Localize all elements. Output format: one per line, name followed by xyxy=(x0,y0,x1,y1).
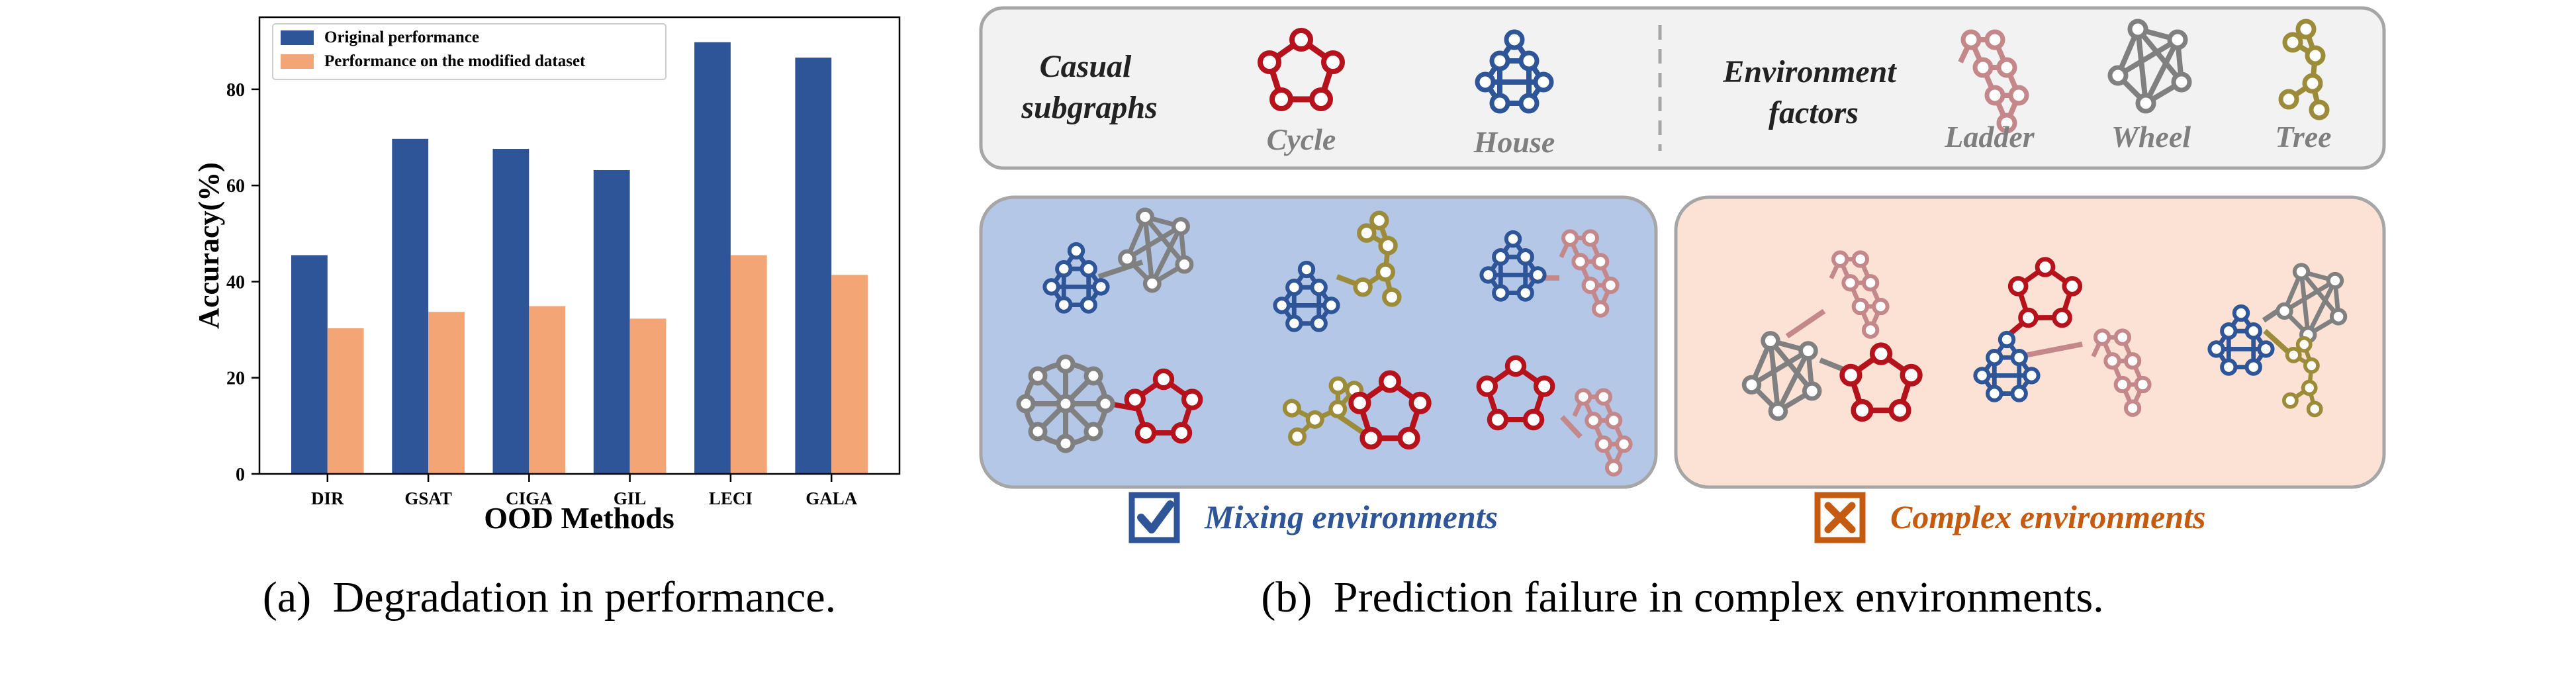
bar-dir-modified xyxy=(327,328,364,474)
y-tick-label: 60 xyxy=(226,176,245,197)
legend-label-original: Original performance xyxy=(324,28,479,46)
bar-leci-original xyxy=(694,42,731,475)
bar-ciga-original xyxy=(492,149,529,474)
motif-label-cycle: Cycle xyxy=(1267,122,1336,156)
causal-title-line2: subgraphs xyxy=(1021,90,1157,125)
caption-b-tag: (b) xyxy=(1261,573,1312,622)
caption-a: (a) Degradation in performance. xyxy=(263,573,836,622)
bar-gil-modified xyxy=(629,318,667,474)
y-tick-label: 0 xyxy=(236,465,245,485)
x-tick-label: GIL xyxy=(614,488,647,508)
complex-graph-1 xyxy=(1744,252,1920,419)
mixing-graph-2 xyxy=(1275,213,1399,330)
motif-label-tree: Tree xyxy=(2275,120,2331,154)
y-axis-label: Accuracy(%) xyxy=(193,162,225,329)
mixing-panel xyxy=(979,195,1658,489)
y-tick-label: 40 xyxy=(226,273,245,293)
bar-ciga-modified xyxy=(529,306,566,474)
bar-chart: DIR GSAT CIGA GIL LECI GALA 0 20 40 60 80 Accuracy… xyxy=(193,16,901,535)
x-tick-label: GSAT xyxy=(404,488,452,508)
motif-legend-panel xyxy=(979,6,2386,170)
x-tick-label: CIGA xyxy=(506,488,553,508)
svg-text:(b) Prediction failure i: (b) Prediction failure in complex enviro… xyxy=(1261,573,2103,622)
bar-gsat-original xyxy=(392,138,429,475)
bar-gala-original xyxy=(795,58,832,474)
plot-frame xyxy=(258,16,901,475)
mixing-graph-1 xyxy=(1044,210,1191,312)
causal-title-line1: Casual xyxy=(1040,49,1132,84)
legend-box xyxy=(272,23,667,80)
caption-b-text: Prediction failure in complex environmen… xyxy=(1334,573,2104,622)
env-title-line2: factors xyxy=(1769,95,1859,130)
bar-leci-modified xyxy=(730,255,767,474)
caption-a-text: Degradation in performance. xyxy=(333,573,836,622)
legend: Original performance Performance on the … xyxy=(272,23,667,80)
causal-title: Casual subgraphs xyxy=(1021,49,1157,125)
checkmark-icon xyxy=(1137,500,1174,533)
mixing-graph-5 xyxy=(1274,367,1429,447)
ticks-layer: DIR GSAT CIGA GIL LECI GALA 0 20 40 60 80 xyxy=(226,80,858,508)
complex-environments-label: Complex environments xyxy=(1890,498,2205,535)
bars-layer xyxy=(291,42,868,475)
cross-icon xyxy=(1824,502,1856,533)
svg-text:(a) Degradation in perfo: (a) Degradation in performance. xyxy=(263,573,836,622)
x-tick-label: GALA xyxy=(805,488,858,508)
legend-swatch-modified xyxy=(281,54,314,69)
mixing-environments-label: Mixing environments xyxy=(1204,498,1498,535)
motif-label-ladder: Ladder xyxy=(1944,120,2035,154)
env-title-line1: Environment xyxy=(1722,54,1897,89)
complex-graph-2 xyxy=(1975,259,2149,415)
x-tick-label: DIR xyxy=(311,488,344,508)
mixing-label-group: Mixing environments xyxy=(1128,492,1498,543)
mixing-graph-4 xyxy=(1019,357,1201,451)
diagram: Casual subgraphs Environment factors Cyc… xyxy=(979,6,2386,543)
complex-graph-3 xyxy=(2209,265,2345,415)
motif-label-house: House xyxy=(1473,125,1555,159)
complex-label-group: Complex environments xyxy=(1814,492,2205,543)
x-tick-label: LECI xyxy=(709,488,753,508)
legend-swatch-original xyxy=(281,30,314,45)
mixing-graph-6 xyxy=(1479,357,1630,475)
y-tick-label: 80 xyxy=(226,80,245,101)
bar-gala-modified xyxy=(831,275,868,474)
caption-b: (b) Prediction failure in complex enviro… xyxy=(1261,573,2103,622)
caption-a-tag: (a) xyxy=(263,573,311,622)
bar-gil-original xyxy=(593,170,630,474)
motif-label-wheel: Wheel xyxy=(2111,120,2191,154)
legend-label-modified: Performance on the modified dataset xyxy=(324,52,586,70)
x-axis-label: OOD Methods xyxy=(484,501,674,535)
bar-dir-original xyxy=(291,255,328,474)
bar-gsat-modified xyxy=(428,312,465,474)
env-title: Environment factors xyxy=(1722,54,1904,130)
y-tick-label: 20 xyxy=(226,369,245,389)
mixing-graph-3 xyxy=(1481,231,1617,316)
